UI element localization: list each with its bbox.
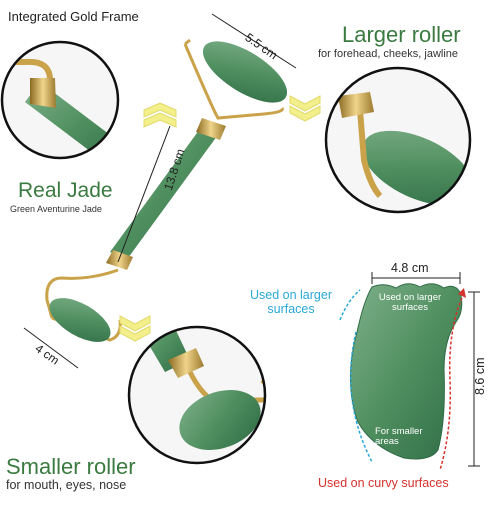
frame-wire-bottom xyxy=(45,268,119,319)
gua-sha-dimensions xyxy=(371,272,480,467)
larger-roller-title: Larger roller xyxy=(342,22,461,47)
roller-handle xyxy=(106,118,226,270)
smaller-roller-closeup xyxy=(127,325,267,465)
frame-wire-top xyxy=(183,43,284,120)
real-jade-subtitle: Green Aventurine Jade xyxy=(10,204,102,214)
small-roller-head xyxy=(49,298,111,342)
gua-sha-top-label: Used on larger surfaces xyxy=(378,292,442,314)
larger-roller-subtitle: for forehead, cheeks, jawline xyxy=(318,48,459,60)
large-roller-head xyxy=(202,41,288,103)
arrow-to-larger-icon xyxy=(289,95,321,122)
red-dash-curve xyxy=(439,297,463,471)
used-larger-callout: Used on larger surfaces xyxy=(250,288,332,317)
gua-sha-width-label: 4.8 cm xyxy=(391,261,429,275)
frame-closeup xyxy=(0,40,120,160)
smaller-roller-subtitle: for mouth, eyes, nose xyxy=(6,478,127,492)
real-jade-title: Real Jade xyxy=(18,179,113,202)
gua-sha-bottom-label: For smaller areas xyxy=(375,426,423,448)
arrow-to-smaller-icon xyxy=(119,315,151,342)
smaller-roller-title: Smaller roller xyxy=(6,454,136,479)
arrow-to-frame-icon xyxy=(143,102,177,128)
blue-dash-curve xyxy=(349,331,373,463)
blue-dash-top xyxy=(339,289,361,321)
dimension-lines xyxy=(23,13,297,369)
gua-sha-height-label: 8.6 cm xyxy=(473,357,487,395)
larger-roller-closeup xyxy=(324,66,472,214)
used-curvy-callout: Used on curvy surfaces xyxy=(318,476,449,490)
integrated-frame-label: Integrated Gold Frame xyxy=(8,9,139,24)
